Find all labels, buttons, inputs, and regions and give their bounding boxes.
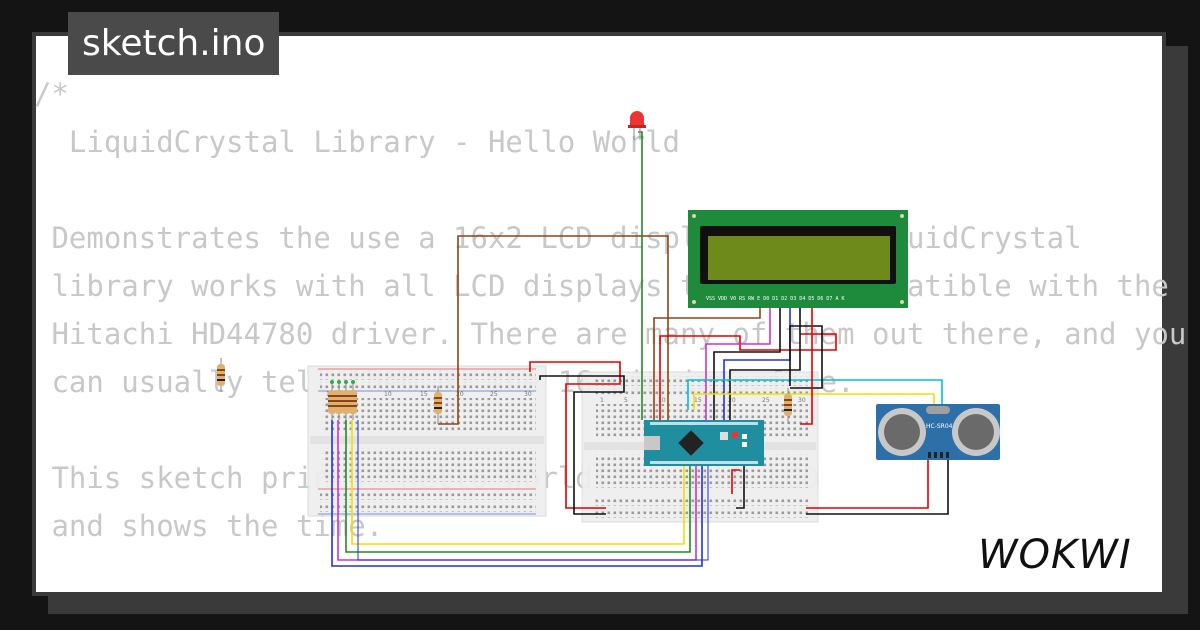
lcd-pin-labels: VSS VDD V0 RS RW E D0 D1 D2 D3 D4 D5 D6 … <box>706 296 844 302</box>
code-line: LiquidCrystal Library - Hello World <box>34 125 681 159</box>
resistor <box>784 388 792 424</box>
sensor-model-label: HC-SR04 <box>926 423 953 430</box>
ultrasonic-sensor: HC-SR04 <box>876 404 1000 460</box>
svg-text:WOKWI: WOKWI <box>978 532 1132 578</box>
bb-right-col-label: 25 <box>762 397 770 404</box>
bb-right-col-label: 5 <box>624 397 628 404</box>
bb-right-col-label: 15 <box>694 397 702 404</box>
code-line: /* <box>34 77 69 111</box>
bb-left-col-label: 30 <box>524 391 532 398</box>
wokwi-logo: WOKWI <box>978 532 1132 578</box>
resistor-array <box>328 380 357 420</box>
filename-tab[interactable]: sketch.ino <box>68 12 280 75</box>
wires <box>331 131 949 567</box>
bb-left-col-label: 15 <box>420 391 428 398</box>
arduino-nano <box>644 420 764 466</box>
bb-right-col-label: 1 <box>600 397 604 404</box>
red-led <box>628 111 646 140</box>
bb-left-col-label: 20 <box>456 391 464 398</box>
code-line: Hitachi HD44780 driver. There are many o… <box>34 317 1187 351</box>
bb-left-col-label: 25 <box>490 391 498 398</box>
bb-right-col-label: 20 <box>728 397 736 404</box>
bb-right-col-label: 10 <box>658 397 666 404</box>
lcd-16x2: VSS VDD V0 RS RW E D0 D1 D2 D3 D4 D5 D6 … <box>688 210 908 308</box>
bb-right-col-label: 30 <box>798 397 806 404</box>
resistor <box>217 358 225 392</box>
resistor <box>434 386 442 424</box>
bb-left-col-label: 10 <box>384 391 392 398</box>
breadboard-left: 1 5 10 15 20 25 30 <box>307 365 547 517</box>
